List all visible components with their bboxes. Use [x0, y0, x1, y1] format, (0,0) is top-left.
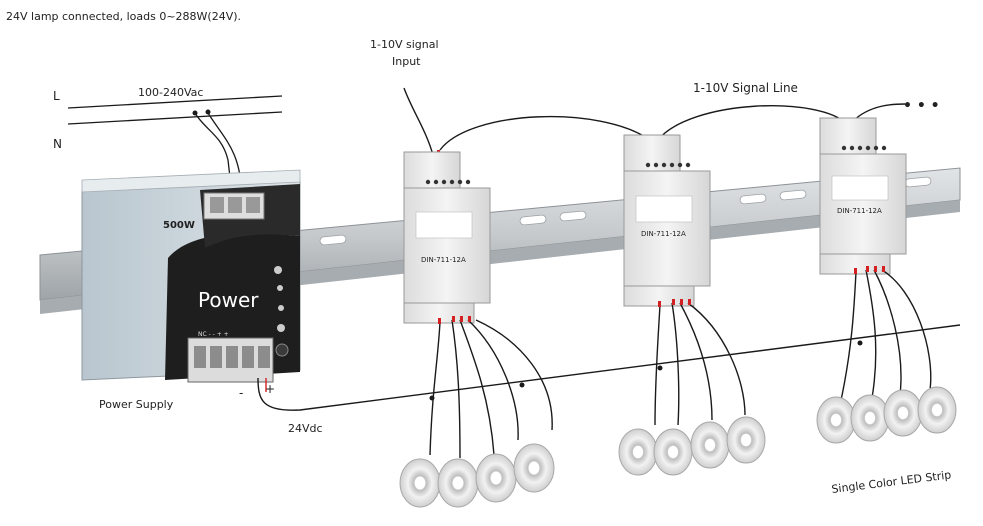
output-wire-tips [438, 266, 885, 324]
live-label: L [53, 89, 60, 103]
neutral-junction-dot [205, 109, 211, 115]
led-strip-label: Single Color LED Strip [831, 468, 952, 496]
signal-input-label-line1: 1-10V signal [370, 38, 439, 51]
mains-voltage-label: 100-240Vac [138, 86, 203, 99]
header-note: 24V lamp connected, loads 0~288W(24V). [6, 10, 241, 23]
dimmer-module-1 [403, 151, 491, 324]
certification-marks [274, 266, 285, 332]
dc-voltage-label: 24Vdc [288, 422, 323, 435]
power-supply [81, 169, 301, 383]
neutral-label: N [53, 137, 62, 151]
signal-line-label: 1-10V Signal Line [693, 81, 798, 95]
signal-wires [403, 87, 906, 156]
dimmer-3-model: DIN-711-12A [837, 207, 882, 215]
signal-input-label-line2: Input [392, 55, 421, 68]
minus-label: - [239, 386, 243, 400]
psu-brand: Power [198, 288, 259, 312]
live-junction-dot [192, 110, 198, 116]
power-supply-label: Power Supply [99, 398, 174, 411]
dimmer-1-model: DIN-711-12A [421, 256, 466, 264]
more-modules-ellipsis: • • • [903, 98, 940, 114]
dimmer-module-3 [819, 117, 907, 275]
output-wires [429, 269, 932, 459]
psu-terminal-marks: NC - - + + [198, 331, 229, 338]
bus-junction-dots [429, 340, 863, 401]
psu-wattage: 500W [163, 220, 195, 231]
dc-output-wires [257, 324, 961, 411]
dimmer-module-2 [623, 134, 711, 307]
plus-label: + [265, 382, 275, 396]
dimmer-2-model: DIN-711-12A [641, 230, 686, 238]
led-strip-reels [399, 386, 957, 508]
